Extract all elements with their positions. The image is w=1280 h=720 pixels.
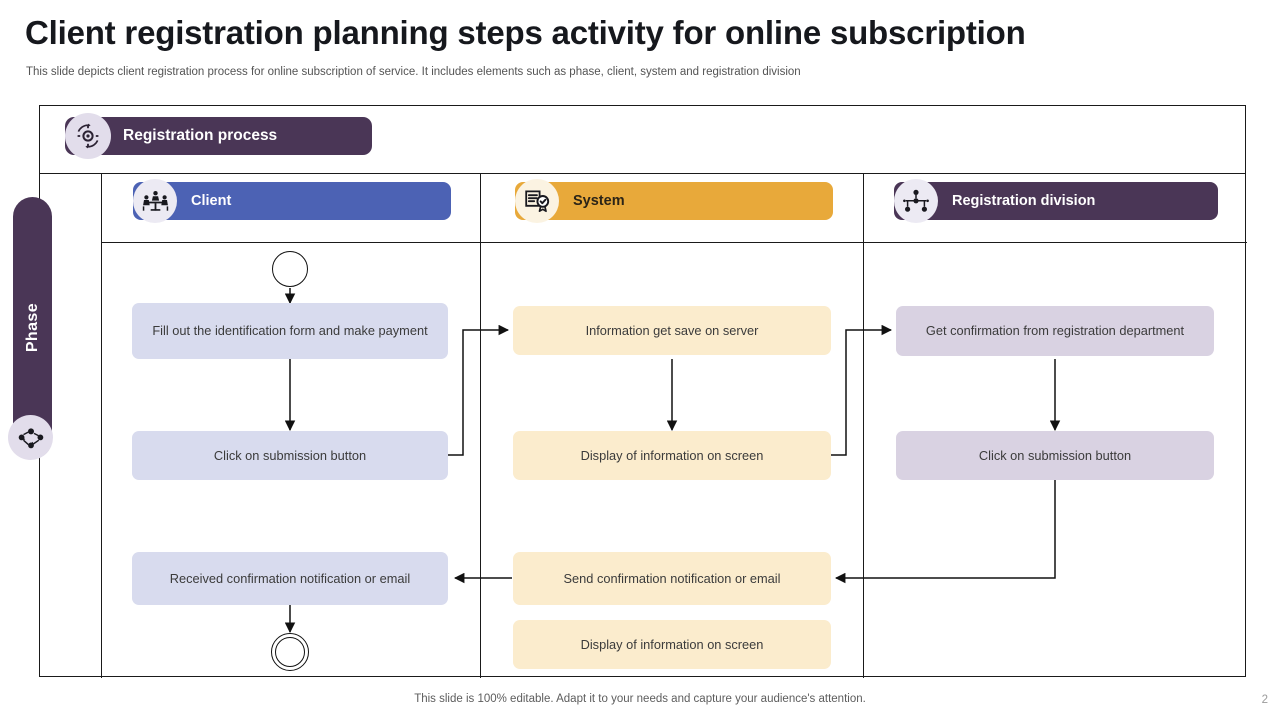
node-client-click-submission[interactable]: Click on submission button <box>132 431 448 480</box>
lane-header-system[interactable]: System <box>515 179 833 223</box>
lane-label-registration-division: Registration division <box>894 182 1218 220</box>
node-regdiv-get-confirmation[interactable]: Get confirmation from registration depar… <box>896 306 1214 356</box>
lane-header-client[interactable]: Client <box>133 179 451 223</box>
network-nodes-icon <box>8 415 53 460</box>
node-system-send-confirmation[interactable]: Send confirmation notification or email <box>513 552 831 605</box>
org-chart-icon <box>894 179 938 223</box>
node-regdiv-click-submission[interactable]: Click on submission button <box>896 431 1214 480</box>
node-system-display-information-1[interactable]: Display of information on screen <box>513 431 831 480</box>
node-system-display-information-2[interactable]: Display of information on screen <box>513 620 831 669</box>
node-client-received-confirmation[interactable]: Received confirmation notification or em… <box>132 552 448 605</box>
lane-header-registration-division[interactable]: Registration division <box>894 179 1218 223</box>
divider-client-system <box>480 173 481 678</box>
lane-label-system: System <box>515 182 833 220</box>
end-circle <box>271 633 309 671</box>
people-meeting-icon <box>133 179 177 223</box>
divider-system-regdiv <box>863 173 864 678</box>
node-client-fill-form[interactable]: Fill out the identification form and mak… <box>132 303 448 359</box>
page-title: Client registration planning steps activ… <box>25 14 1026 51</box>
gear-cycle-icon <box>65 113 111 159</box>
divider-under-lane-headers <box>101 242 1247 243</box>
phase-label: Phase <box>23 303 41 353</box>
divider-under-process-band <box>40 173 1245 174</box>
start-circle <box>272 251 308 287</box>
divider-phase-column <box>101 173 102 678</box>
registration-process-label: Registration process <box>65 117 372 155</box>
registration-process-banner[interactable]: Registration process <box>65 113 372 159</box>
node-system-information-saved[interactable]: Information get save on server <box>513 306 831 355</box>
footer-note: This slide is 100% editable. Adapt it to… <box>414 693 866 705</box>
lane-label-client: Client <box>133 182 451 220</box>
page-subtitle: This slide depicts client registration p… <box>26 66 801 78</box>
certificate-check-icon <box>515 179 559 223</box>
page-number: 2 <box>1261 694 1268 706</box>
